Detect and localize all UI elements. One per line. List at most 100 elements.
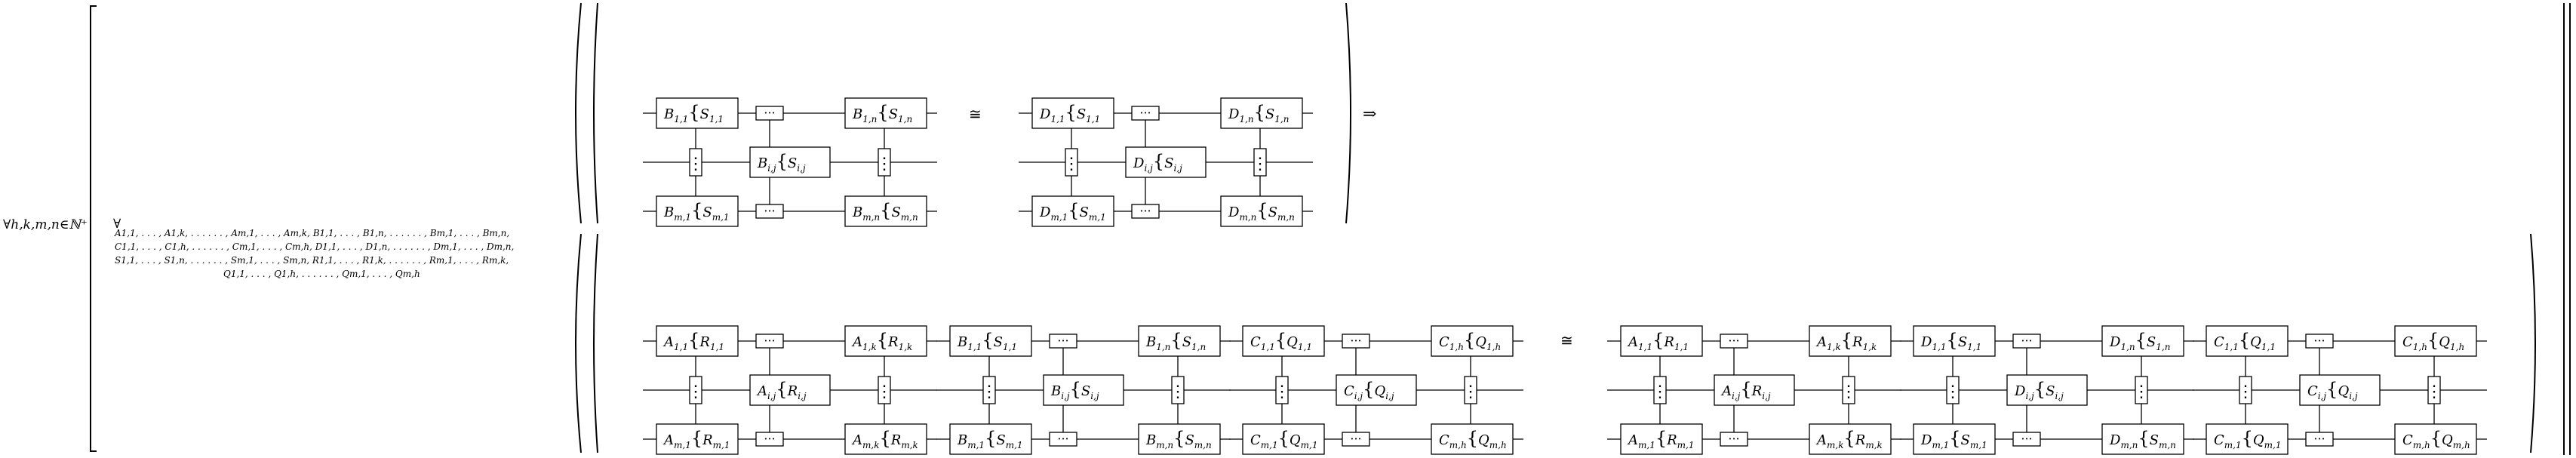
- block-bottom-left-frame: [1031, 195, 1114, 227]
- vdots-left-frame: [1946, 376, 1960, 404]
- hdots-bottom-frame: [755, 432, 784, 447]
- hdots-bottom: ···: [755, 432, 784, 447]
- vdots-right-glyph: ⋮: [2426, 383, 2442, 401]
- vdots-right-glyph: ⋮: [1462, 383, 1479, 401]
- hdots-bottom: ···: [1131, 204, 1160, 219]
- block-bottom-right: Cm,h{Qm,h: [2394, 423, 2477, 455]
- hdots-top-glyph: ···: [764, 106, 775, 120]
- hdots-bottom-glyph: ···: [764, 204, 775, 218]
- hdots-bottom: ···: [755, 204, 784, 219]
- block-bottom-right-frame: [1809, 423, 1892, 455]
- block-bottom-left-frame: [1620, 423, 1703, 455]
- block-top-right: A1,k{R1,k: [1809, 325, 1892, 357]
- block-top-left-frame: [1913, 325, 1996, 357]
- block-middle: Ai,j{Ri,j: [1714, 374, 1795, 406]
- hdots-bottom-glyph: ···: [2021, 432, 2032, 446]
- vdots-right-glyph: ⋮: [876, 155, 893, 174]
- block-middle: Ci,j{Qi,j: [2299, 374, 2381, 406]
- hdots-top-frame: [2305, 334, 2334, 349]
- vdots-left-frame: [689, 376, 702, 404]
- inner-quantifier: ∀: [113, 217, 121, 232]
- block-top-left: A1,1{R1,1: [656, 325, 739, 357]
- vdots-left: ⋮: [1274, 376, 1290, 404]
- hdots-bottom: ···: [1342, 432, 1370, 447]
- block-middle: Bi,j{Si,j: [1043, 374, 1124, 406]
- hdots-top-frame: [755, 334, 784, 349]
- block-bottom-right: Am,k{Rm,k: [844, 423, 927, 455]
- variable-line: C1,1, . . . , C1,h, . . . . . . , Cm,1, …: [115, 241, 514, 252]
- conclusion-outer-left-paren: [575, 233, 582, 453]
- vdots-left-glyph: ⋮: [1274, 383, 1290, 401]
- vdots-left-frame: [982, 376, 996, 404]
- block-bottom-left: Dm,1{Sm,1: [1913, 423, 1996, 455]
- vdots-right-frame: [878, 376, 891, 404]
- hdots-bottom: ···: [2012, 432, 2041, 447]
- block-top-right-frame: [1431, 325, 1514, 357]
- premise-inner-left-paren: [593, 2, 598, 224]
- vdots-left-frame: [1275, 376, 1289, 404]
- block-bottom-right: Bm,n{Sm,n: [1138, 423, 1221, 455]
- block-bottom-left: Am,1{Rm,1: [1620, 423, 1703, 455]
- hdots-top-frame: [1049, 334, 1077, 349]
- conclusion-right-block-2: C1,1{Q1,1 C1,h{Q1,hCm,1{Qm,1 Cm,h{Qm,h Ci,j…: [2193, 325, 2487, 455]
- vdots-right: ⋮: [2426, 376, 2442, 404]
- block-top-right: B1,n{S1,n: [844, 97, 927, 129]
- outer-left-bracket: [90, 5, 97, 452]
- block-top-left-frame: [656, 325, 739, 357]
- hdots-top: ···: [1049, 334, 1077, 349]
- vdots-right: ⋮: [1462, 376, 1479, 404]
- block-bottom-right-frame: [1431, 423, 1514, 455]
- vdots-left-frame: [689, 148, 702, 177]
- block-bottom-left: Am,1{Rm,1: [656, 423, 739, 455]
- block-bottom-left-frame: [949, 423, 1032, 455]
- vdots-left-glyph: ⋮: [687, 383, 704, 401]
- block-bottom-left: Cm,1{Qm,1: [2206, 423, 2289, 455]
- block-top-left-frame: [656, 97, 739, 129]
- block-middle: Ci,j{Qi,j: [1336, 374, 1417, 406]
- hdots-top-frame: [2012, 334, 2041, 349]
- hdots-bottom-frame: [755, 204, 784, 219]
- hdots-top: ···: [755, 334, 784, 349]
- block-bottom-right: Dm,n{Sm,n: [1220, 195, 1303, 227]
- vdots-left-glyph: ⋮: [1063, 155, 1080, 174]
- hdots-top-frame: [1720, 334, 1748, 349]
- block-top-right-frame: [844, 325, 927, 357]
- vdots-right-frame: [1171, 376, 1185, 404]
- hdots-top-glyph: ···: [1350, 334, 1361, 348]
- block-top-right-frame: [1138, 325, 1221, 357]
- hdots-bottom-glyph: ···: [1139, 204, 1151, 218]
- vdots-right: ⋮: [876, 148, 893, 177]
- vdots-left-glyph: ⋮: [687, 155, 704, 174]
- block-top-right-frame: [844, 97, 927, 129]
- block-top-right: C1,h{Q1,h: [2394, 325, 2477, 357]
- block-top-right-frame: [2101, 325, 2184, 357]
- hdots-top-frame: [1131, 106, 1160, 121]
- conclusion-right-paren: [2530, 233, 2536, 453]
- hdots-top: ···: [2012, 334, 2041, 349]
- hdots-top: ···: [755, 106, 784, 121]
- vdots-right-glyph: ⋮: [1170, 383, 1186, 401]
- block-middle-frame: [749, 374, 831, 406]
- block-top-left: C1,1{Q1,1: [2206, 325, 2289, 357]
- hdots-top: ···: [1720, 334, 1748, 349]
- block-bottom-left: Dm,1{Sm,1: [1031, 195, 1114, 227]
- block-bottom-right-frame: [844, 423, 927, 455]
- block-top-left-frame: [1242, 325, 1325, 357]
- hdots-top-glyph: ···: [2313, 334, 2325, 348]
- hdots-bottom: ···: [1049, 432, 1077, 447]
- block-middle-frame: [2006, 374, 2088, 406]
- block-top-left-frame: [949, 325, 1032, 357]
- hdots-bottom-glyph: ···: [1350, 432, 1361, 446]
- hdots-bottom-frame: [2012, 432, 2041, 447]
- block-top-left-frame: [1620, 325, 1703, 357]
- hdots-bottom-frame: [1342, 432, 1370, 447]
- block-bottom-left-frame: [1913, 423, 1996, 455]
- variable-line: S1,1, . . . , S1,n, . . . . . . , Sm,1, …: [115, 255, 509, 266]
- block-bottom-left-frame: [2206, 423, 2289, 455]
- hdots-top-glyph: ···: [1728, 334, 1739, 348]
- block-top-right: C1,h{Q1,h: [1431, 325, 1514, 357]
